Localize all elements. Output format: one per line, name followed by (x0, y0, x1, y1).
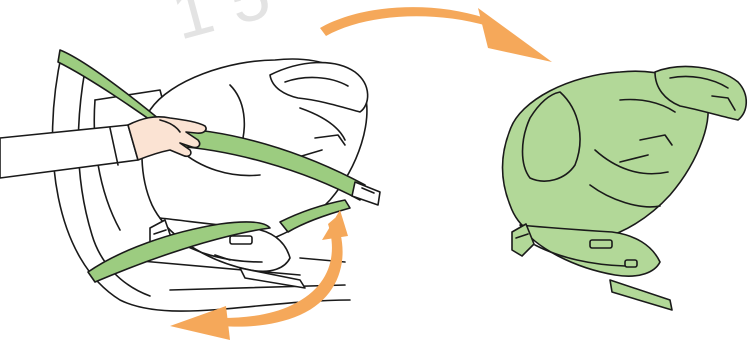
svg-text:1 5: 1 5 (164, 0, 278, 54)
curved-arrow-right-icon (320, 7, 552, 62)
watermark: 1 5 (164, 0, 278, 54)
belt-buckle (352, 182, 380, 205)
car-seat-highlighted (503, 67, 747, 310)
left-panel (0, 50, 380, 340)
right-panel (503, 67, 747, 310)
